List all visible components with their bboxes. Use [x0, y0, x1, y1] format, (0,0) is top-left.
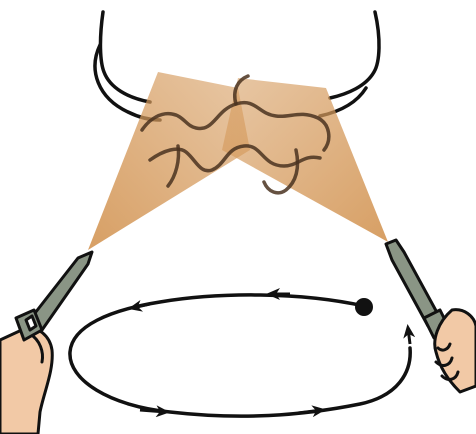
light-beam-left-icon [88, 72, 250, 250]
start-point-dot-icon [355, 298, 373, 316]
hand-right-icon [386, 240, 476, 392]
hand-left-icon [0, 252, 92, 434]
